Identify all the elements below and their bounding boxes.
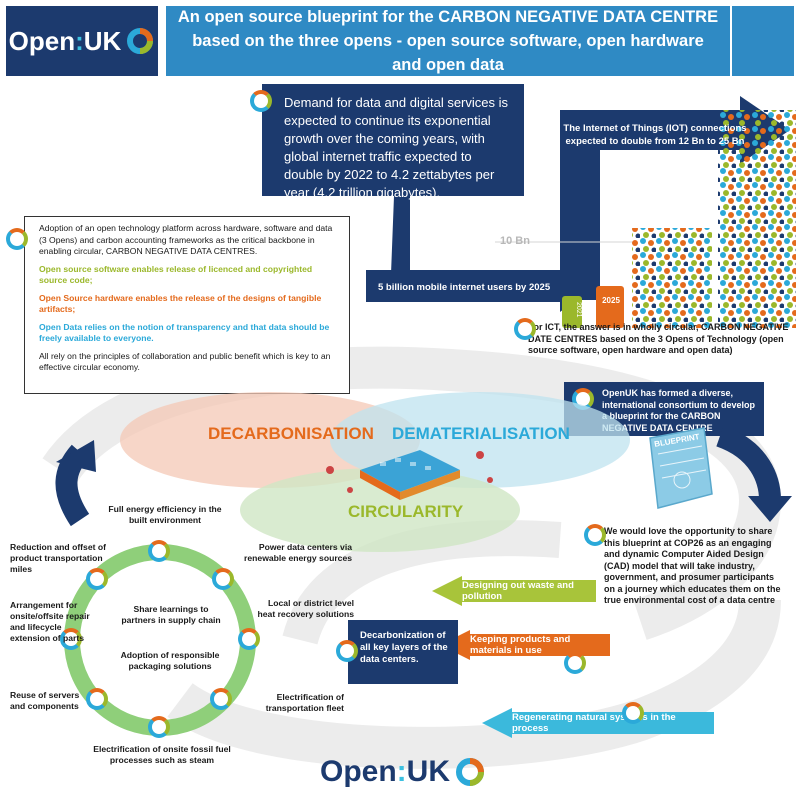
- footer-logo: Open:UK: [320, 752, 490, 792]
- adoption-intro: Adoption of an open technology platform …: [39, 223, 333, 256]
- decarbonization-text: Decarbonization of all key layers of the…: [360, 630, 448, 665]
- venn-dematerialisation: DEMATERIALISATION: [392, 424, 570, 443]
- iot-label: The Internet of Things (IOT) connections…: [563, 123, 747, 147]
- openuk-ring-icon: [622, 702, 644, 724]
- ten-bn-label: 10 Bn: [500, 235, 530, 247]
- openuk-ring-icon: [584, 524, 606, 546]
- page-title: An open source blueprint for the CARBON …: [166, 6, 730, 76]
- circle-item-renewable: Power data centers via renewable energy …: [244, 542, 352, 563]
- openuk-consortium-text: OpenUK has formed a diverse, internation…: [602, 388, 756, 433]
- adoption-data: Open Data relies on the notion of transp…: [39, 321, 330, 344]
- openuk-ring-icon: [127, 28, 154, 54]
- ring-node-icon: [148, 540, 170, 562]
- openuk-ring-icon: [564, 652, 586, 674]
- ring-node-icon: [148, 716, 170, 738]
- mobile-users-label: 5 billion mobile internet users by 2025: [378, 282, 551, 293]
- decarbonization-box: Decarbonization of all key layers of the…: [348, 620, 458, 684]
- circle-item-heat-recovery: Local or district level heat recovery so…: [257, 598, 354, 619]
- venn-circularity: CIRCULARITY: [348, 502, 464, 521]
- adoption-closing: All rely on the principles of collaborat…: [39, 350, 331, 373]
- openuk-ring-icon: [514, 318, 536, 340]
- ring-node-icon: [86, 568, 108, 590]
- ring-node-icon: [60, 628, 82, 650]
- openuk-ring-icon: [250, 90, 272, 112]
- circle-item-repair: Arrangement for onsite/offsite repair an…: [10, 600, 90, 643]
- footer-logo-text: Open:UK: [320, 755, 451, 788]
- blueprint-scroll-icon: [649, 427, 713, 509]
- circle-item-reuse-servers: Reuse of servers and components: [10, 690, 80, 711]
- year-2021-label: 2021: [575, 302, 582, 318]
- ring-node-icon: [210, 688, 232, 710]
- openuk-ring-icon: [456, 758, 485, 786]
- arrow-regenerating-systems: Regenerating natural systems in the proc…: [512, 712, 676, 734]
- demand-text: Demand for data and digital services is …: [284, 95, 509, 200]
- circle-inner-packaging: Adoption of responsible packaging soluti…: [120, 650, 220, 671]
- circle-inner-learnings: Share learnings to partners in supply ch…: [121, 604, 221, 625]
- openuk-ring-icon: [336, 640, 358, 662]
- header-accent: [732, 6, 794, 76]
- circle-item-energy-efficiency: Full energy efficiency in the built envi…: [108, 504, 222, 525]
- logo-text: Open:UK: [8, 25, 122, 56]
- year-2025-label: 2025: [602, 296, 620, 305]
- openuk-ring-icon: [6, 228, 28, 250]
- arrow-keeping-products: Keeping products and materials in use: [470, 634, 571, 656]
- adoption-software: Open source software enables release of …: [39, 263, 313, 286]
- cop26-text: We would love the opportunity to share t…: [604, 526, 781, 605]
- demand-box: Demand for data and digital services is …: [262, 84, 524, 200]
- ict-text: For ICT, the answer is in wholly circula…: [528, 322, 789, 355]
- arrow-designing-out-waste: Designing out waste and pollution: [462, 580, 574, 602]
- ring-node-icon: [86, 688, 108, 710]
- circle-item-transport-fleet: Electrification of transportation fleet: [265, 692, 344, 713]
- circle-item-transport-miles: Reduction and offset of product transpor…: [10, 542, 106, 574]
- header-logo: Open:UK: [6, 6, 158, 76]
- ring-node-icon: [212, 568, 234, 590]
- adoption-hardware: Open Source hardware enables the release…: [39, 292, 322, 315]
- adoption-box: Adoption of an open technology platform …: [24, 216, 350, 394]
- circle-item-fossil-fuel: Electrification of onsite fossil fuel pr…: [93, 744, 231, 765]
- venn-decarbonisation: DECARBONISATION: [208, 424, 374, 443]
- ring-node-icon: [238, 628, 260, 650]
- openuk-consortium-box: OpenUK has formed a diverse, internation…: [564, 382, 764, 436]
